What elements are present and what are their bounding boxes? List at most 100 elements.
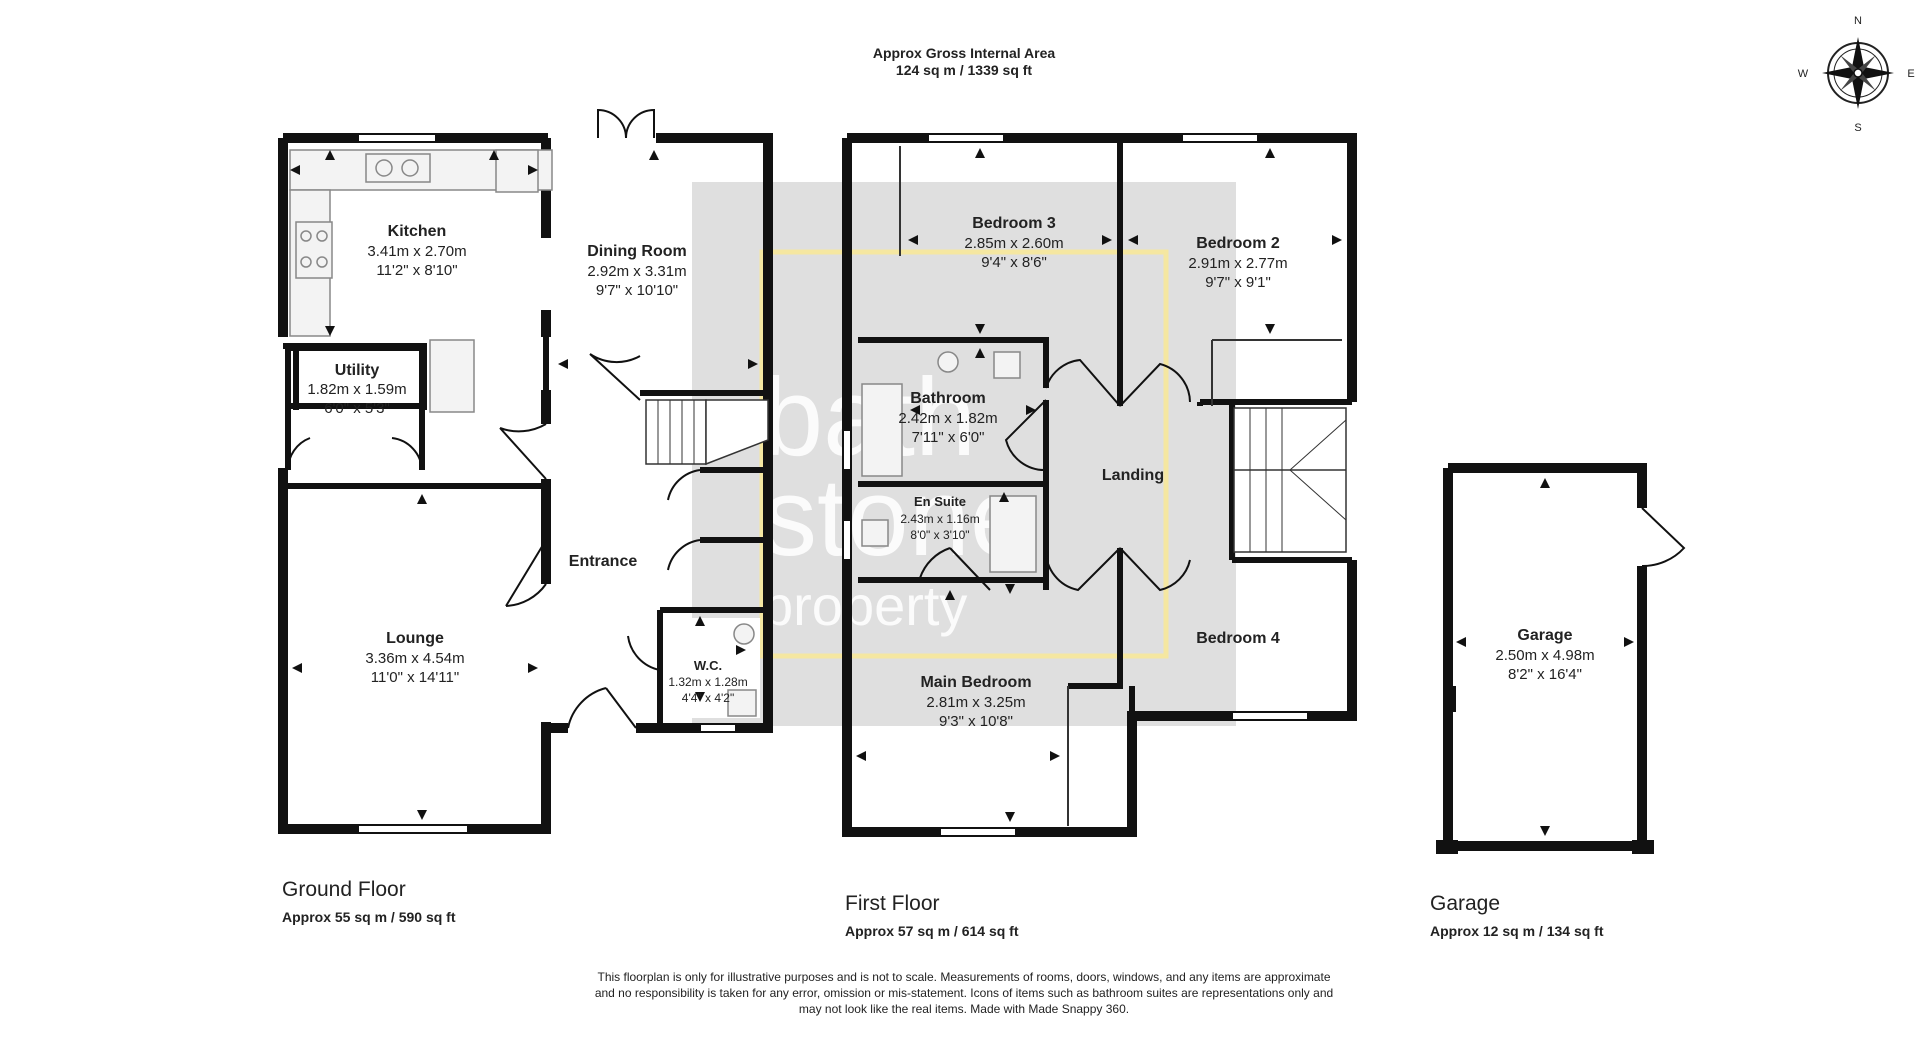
label-wc-name: W.C. <box>694 658 722 673</box>
gross-area-value: 124 sq m / 1339 sq ft <box>896 62 1033 78</box>
door-main-bedroom[interactable] <box>1044 547 1121 592</box>
door-bathroom[interactable] <box>1045 358 1121 407</box>
sink-icon <box>365 153 431 183</box>
label-garage-name: Garage <box>1517 627 1572 644</box>
window-bedroom3 <box>927 133 1005 143</box>
label-ensuite-imperial: 8'0" x 3'10" <box>910 528 969 542</box>
dimension-arrows-ground <box>290 150 758 820</box>
door-utility[interactable] <box>286 437 423 471</box>
label-lounge-metric: 3.36m x 4.54m <box>365 650 464 667</box>
utility-counter <box>429 339 475 413</box>
label-entrance-name: Entrance <box>569 553 638 570</box>
label-bedroom2-name: Bedroom 2 <box>1196 235 1280 252</box>
label-bedroom2-metric: 2.91m x 2.77m <box>1188 255 1287 272</box>
door-lounge-entrance[interactable] <box>505 539 547 607</box>
first-floor-title: First Floor <box>845 892 940 915</box>
door-bathroom-landing[interactable] <box>1004 399 1047 472</box>
compass-icon <box>1822 37 1894 109</box>
garage-floor-title: Garage <box>1430 892 1500 915</box>
label-ensuite-metric: 2.43m x 1.16m <box>900 512 979 526</box>
label-utility-metric: 1.82m x 1.59m <box>307 381 406 398</box>
dimension-arrows-garage <box>1456 478 1634 836</box>
toilet-icon <box>993 351 1021 379</box>
basin-icon <box>937 351 959 373</box>
disclaimer-line1: This floorplan is only for illustrative … <box>597 970 1330 984</box>
first-floor-plan: Bedroom 3 2.85m x 2.60m 9'4" x 8'6" Bedr… <box>842 133 1357 837</box>
label-ensuite-name: En Suite <box>914 494 966 509</box>
label-dining-name: Dining Room <box>587 243 687 260</box>
label-bathroom-name: Bathroom <box>910 390 986 407</box>
label-landing-name: Landing <box>1102 467 1164 484</box>
label-lounge-name: Lounge <box>386 630 444 647</box>
window-wc <box>699 723 737 733</box>
bath-icon <box>861 383 903 477</box>
label-main-bedroom-imperial: 9'3" x 10'8" <box>939 713 1013 730</box>
window-bedroom2 <box>1181 133 1259 143</box>
label-bedroom4-name: Bedroom 4 <box>1196 630 1280 647</box>
disclaimer-line2: and no responsibility is taken for any e… <box>595 986 1333 1000</box>
garage-side-door[interactable] <box>1641 507 1686 568</box>
door-front[interactable] <box>567 687 637 729</box>
watermark-frame <box>759 249 1169 659</box>
door-cupboards[interactable] <box>667 469 701 571</box>
compass-n: N <box>1854 15 1862 27</box>
first-floor-area: Approx 57 sq m / 614 sq ft <box>845 923 1019 939</box>
label-kitchen-name: Kitchen <box>388 223 447 240</box>
garage-plan: Garage 2.50m x 4.98m 8'2" x 16'4" <box>1436 463 1686 854</box>
label-main-bedroom-metric: 2.81m x 3.25m <box>926 694 1025 711</box>
label-garage-imperial: 8'2" x 16'4" <box>1508 666 1582 683</box>
label-utility-name: Utility <box>335 362 380 379</box>
label-dining-metric: 2.92m x 3.31m <box>587 263 686 280</box>
label-kitchen-metric: 3.41m x 2.70m <box>367 243 466 260</box>
wc-toilet-icon <box>727 689 757 717</box>
gross-area-title: Approx Gross Internal Area <box>873 45 1056 61</box>
label-dining-imperial: 9'7" x 10'10" <box>596 282 678 299</box>
label-garage-metric: 2.50m x 4.98m <box>1495 647 1594 664</box>
label-bedroom2-imperial: 9'7" x 9'1" <box>1205 274 1271 291</box>
wc-basin-icon <box>733 623 755 645</box>
label-bedroom3-metric: 2.85m x 2.60m <box>964 235 1063 252</box>
watermark: bath stone property <box>692 182 1236 726</box>
label-wc-imperial: 4'4" x 4'2" <box>682 691 734 705</box>
stairs-first <box>1233 407 1347 553</box>
ensuite-toilet-icon <box>861 519 889 547</box>
door-dining-entrance[interactable] <box>499 423 547 480</box>
compass-w: W <box>1798 68 1809 80</box>
window-lounge <box>357 824 469 834</box>
compass-e: E <box>1907 68 1914 80</box>
window-main-bedroom <box>939 827 1017 837</box>
window-bedroom4 <box>1231 711 1309 721</box>
door-understairs[interactable] <box>589 353 641 401</box>
label-main-bedroom-name: Main Bedroom <box>920 674 1031 691</box>
ground-floor-plan: Kitchen 3.41m x 2.70m 11'2" x 8'10" Dini… <box>278 108 773 834</box>
watermark-property: property <box>762 574 967 637</box>
label-lounge-imperial: 11'0" x 14'11" <box>371 669 459 686</box>
garage-floor-area: Approx 12 sq m / 134 sq ft <box>1430 923 1604 939</box>
door-wc[interactable] <box>627 635 661 671</box>
compass-s: S <box>1854 122 1861 134</box>
label-bedroom3-imperial: 9'4" x 8'6" <box>981 254 1047 271</box>
ground-floor-area: Approx 55 sq m / 590 sq ft <box>282 909 456 925</box>
window-kitchen <box>357 133 437 143</box>
door-ensuite[interactable] <box>919 547 991 591</box>
label-kitchen-imperial: 11'2" x 8'10" <box>376 262 457 279</box>
label-bedroom3-name: Bedroom 3 <box>972 215 1056 232</box>
utility-walls <box>285 345 425 409</box>
label-bathroom-imperial: 7'11" x 6'0" <box>912 429 985 446</box>
hob-icon <box>295 221 333 279</box>
window-bathroom <box>842 429 852 471</box>
stairs-ground <box>645 399 769 466</box>
ground-floor-title: Ground Floor <box>282 878 406 901</box>
shower-icon <box>989 495 1037 573</box>
label-utility-imperial: 6'0" x 5'3" <box>324 400 390 417</box>
dimension-arrows-first <box>856 148 1342 822</box>
label-wc-metric: 1.32m x 1.28m <box>668 675 747 689</box>
watermark-panel <box>692 182 1236 726</box>
door-bedroom2[interactable] <box>1119 362 1191 407</box>
door-bedroom4[interactable] <box>1119 547 1191 592</box>
window-ensuite <box>842 519 852 561</box>
french-door-dining[interactable] <box>597 108 655 139</box>
disclaimer-line3: may not look like the real items. Made w… <box>799 1002 1129 1016</box>
